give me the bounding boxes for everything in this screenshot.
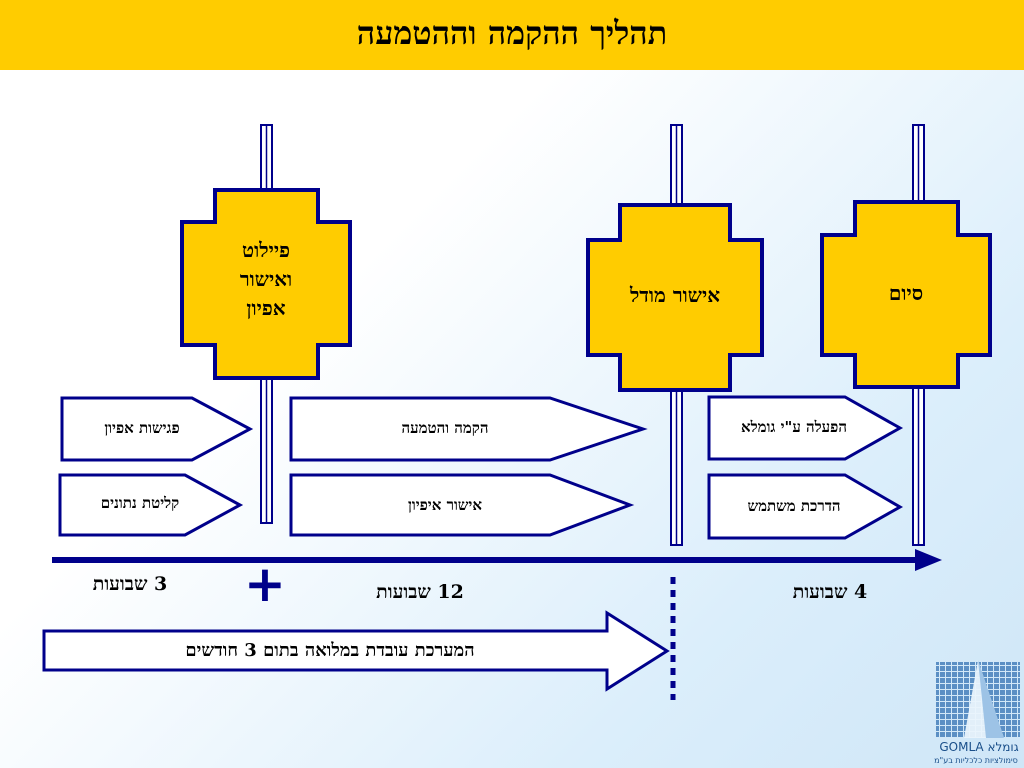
task-setup-label: הקמה והטמעה: [401, 419, 489, 437]
timeline-arrow: [52, 549, 942, 571]
gate-end-shape: [820, 200, 992, 389]
title-bar: [0, 0, 1024, 70]
task-specs-meetings-label: פגישות אפיון: [104, 419, 180, 437]
banner-arrow-shape: [42, 610, 670, 692]
task-user-training-shape: [707, 473, 904, 540]
duration-phase2: 12 שבועות: [376, 581, 464, 603]
task-data-intake-shape: [58, 473, 244, 537]
gate-pilot-shape: [180, 188, 352, 380]
task-specs-meetings-shape: [60, 396, 254, 462]
task-operation-shape: [707, 395, 904, 461]
task-user-training-label: הדרכת משתמש: [747, 497, 841, 515]
gate-model-label: אישור מודל: [629, 283, 721, 307]
gomla-logo: [936, 660, 1020, 738]
task-data-intake-label: קליטת נתונים: [100, 494, 180, 512]
logo-wordmark: GOMLA גומלא: [939, 740, 1019, 754]
task-operation-label: הפעלה ע"י גומלא: [741, 418, 847, 436]
plus-sign: +: [244, 555, 286, 613]
duration-phase1: 3 שבועות: [92, 573, 168, 595]
logo-subtitle: סימולציות כלכליות בע"מ: [934, 756, 1018, 765]
banner-label: המערכת עובדת במלואה בתום 3 חודשים: [185, 640, 475, 661]
task-spec-approval-shape: [289, 473, 635, 537]
task-setup-shape: [289, 396, 648, 462]
gate-model-shape: [586, 203, 764, 392]
task-spec-approval-label: אישור איפיון: [408, 496, 482, 514]
gate-end-label: סיום: [888, 281, 924, 305]
gate-pilot-label: פיילוט ואישור אפיון: [239, 238, 293, 320]
page-title: תהליך ההקמה וההטמעה: [356, 14, 668, 52]
duration-phase3: 4 שבועות: [792, 581, 868, 603]
